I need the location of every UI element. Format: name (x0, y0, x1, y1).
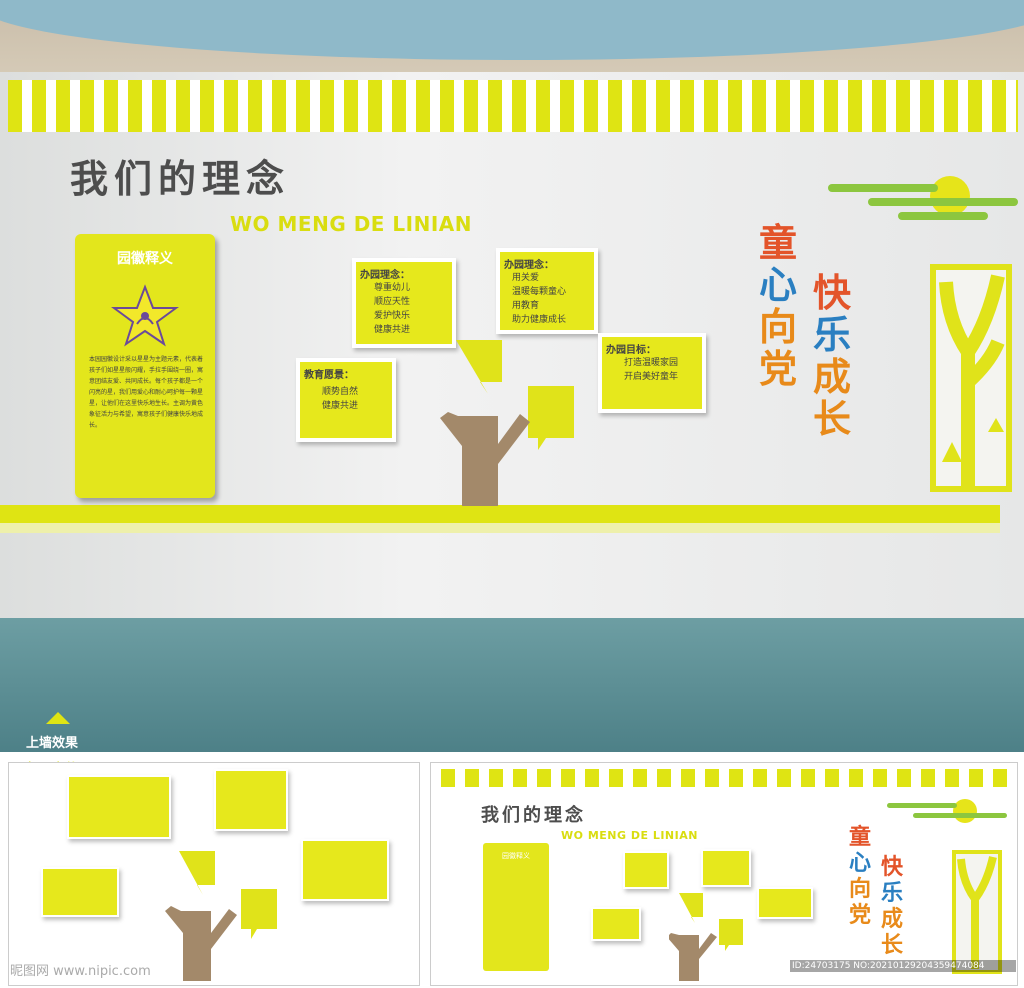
mini-emblem: 园徽释义 (483, 843, 549, 971)
card-philosophy-2: 办园理念： 用关爱 温暖每颗童心 用教育 助力健康成长 (496, 248, 598, 334)
mini-stripe-border (441, 769, 1007, 787)
card-heading: 教育愿景： (304, 370, 354, 381)
card-line: 爱护快乐 (374, 311, 411, 321)
speech-bubble-1 (456, 340, 502, 394)
mini-card (41, 867, 119, 917)
emblem-title: 园徽释义 (117, 251, 173, 267)
mini-emblem-title: 园徽释义 (502, 852, 530, 860)
floor (0, 618, 1024, 753)
card-vision: 教育愿景： 顺势自然 健康共进 (296, 358, 396, 442)
card-line: 开启美好童年 (624, 372, 679, 382)
card-heading: 办园目标： (606, 345, 656, 356)
card-line: 顺势自然 (322, 387, 359, 397)
card-line: 健康共进 (322, 401, 359, 411)
watermark-right: ID:24703175 NO:20210129204359474084 (790, 960, 1016, 972)
vector-frame-right: 我们的理念 WO MENG DE LINIAN 园徽释义 童 心 向 党 快 乐… (430, 762, 1018, 986)
card-heading: 办园理念： (504, 260, 554, 271)
mini-tree-2 (669, 893, 743, 981)
emblem-panel: 园徽释义 本园园徽设计采以星星为主题元素，代表着孩子们如星星般闪耀，手拉手围绕一… (75, 234, 215, 498)
yellow-baseboard (0, 505, 1000, 523)
watermark-left: 昵图网 www.nipic.com (10, 964, 151, 979)
mini-sun-cloud-icon (887, 799, 1007, 823)
card-goal: 办园目标： 打造温暖家园 开启美好童年 (598, 333, 706, 413)
slogan-right: 快 乐 成 长 (812, 271, 851, 441)
sun-cloud-icon (828, 176, 1018, 220)
page-subtitle: WO MENG DE LINIAN (230, 212, 473, 236)
slogan-left: 童 心 向 党 (758, 221, 797, 391)
card-line: 温暖每颗童心 (512, 287, 567, 297)
top-stripe-border (8, 80, 1018, 132)
card-line: 顺应天性 (374, 297, 411, 307)
emblem-description: 本园园徽设计采以星星为主题元素，代表着孩子们如星星般闪耀，手拉手围绕一圈，寓意团… (89, 356, 204, 429)
card-heading: 办园理念： (360, 270, 410, 281)
caption-wall-effect: 上墙效果 (26, 736, 79, 751)
mini-slogan-left: 童 心 向 党 (849, 825, 872, 928)
tree-silhouette-panel (930, 264, 1012, 492)
card-line: 助力健康成长 (512, 315, 567, 325)
card-line: 健康共进 (374, 325, 411, 335)
mini-subtitle: WO MENG DE LINIAN (561, 829, 698, 842)
card-philosophy-1: 办园理念： 尊重幼儿 顺应天性 爱护快乐 健康共进 (352, 258, 456, 348)
mini-card (301, 839, 389, 901)
ceiling (0, 0, 1024, 80)
speech-bubble-2 (528, 386, 574, 450)
card-line: 用教育 (512, 301, 540, 311)
tree-trunk (440, 412, 530, 506)
vector-frame-left (8, 762, 420, 986)
star-logo-icon (111, 284, 179, 347)
page-title: 我们的理念 (70, 157, 291, 201)
yellow-baseboard-light (0, 523, 1000, 533)
mini-card (591, 907, 641, 941)
mini-card (67, 775, 171, 839)
tree-decoration (440, 340, 574, 506)
mini-tree-panel (952, 850, 1002, 974)
mini-card (757, 887, 813, 919)
mini-title: 我们的理念 (481, 805, 586, 826)
mini-card (701, 849, 751, 887)
mini-slogan-right: 快 乐 成 长 (881, 855, 904, 958)
card-line: 打造温暖家园 (624, 358, 679, 368)
arrow-up-icon (46, 712, 70, 724)
mini-tree (165, 851, 277, 981)
mini-card (214, 769, 288, 831)
card-line: 用关爱 (512, 273, 540, 283)
mini-card (623, 851, 669, 889)
card-line: 尊重幼儿 (374, 283, 411, 293)
